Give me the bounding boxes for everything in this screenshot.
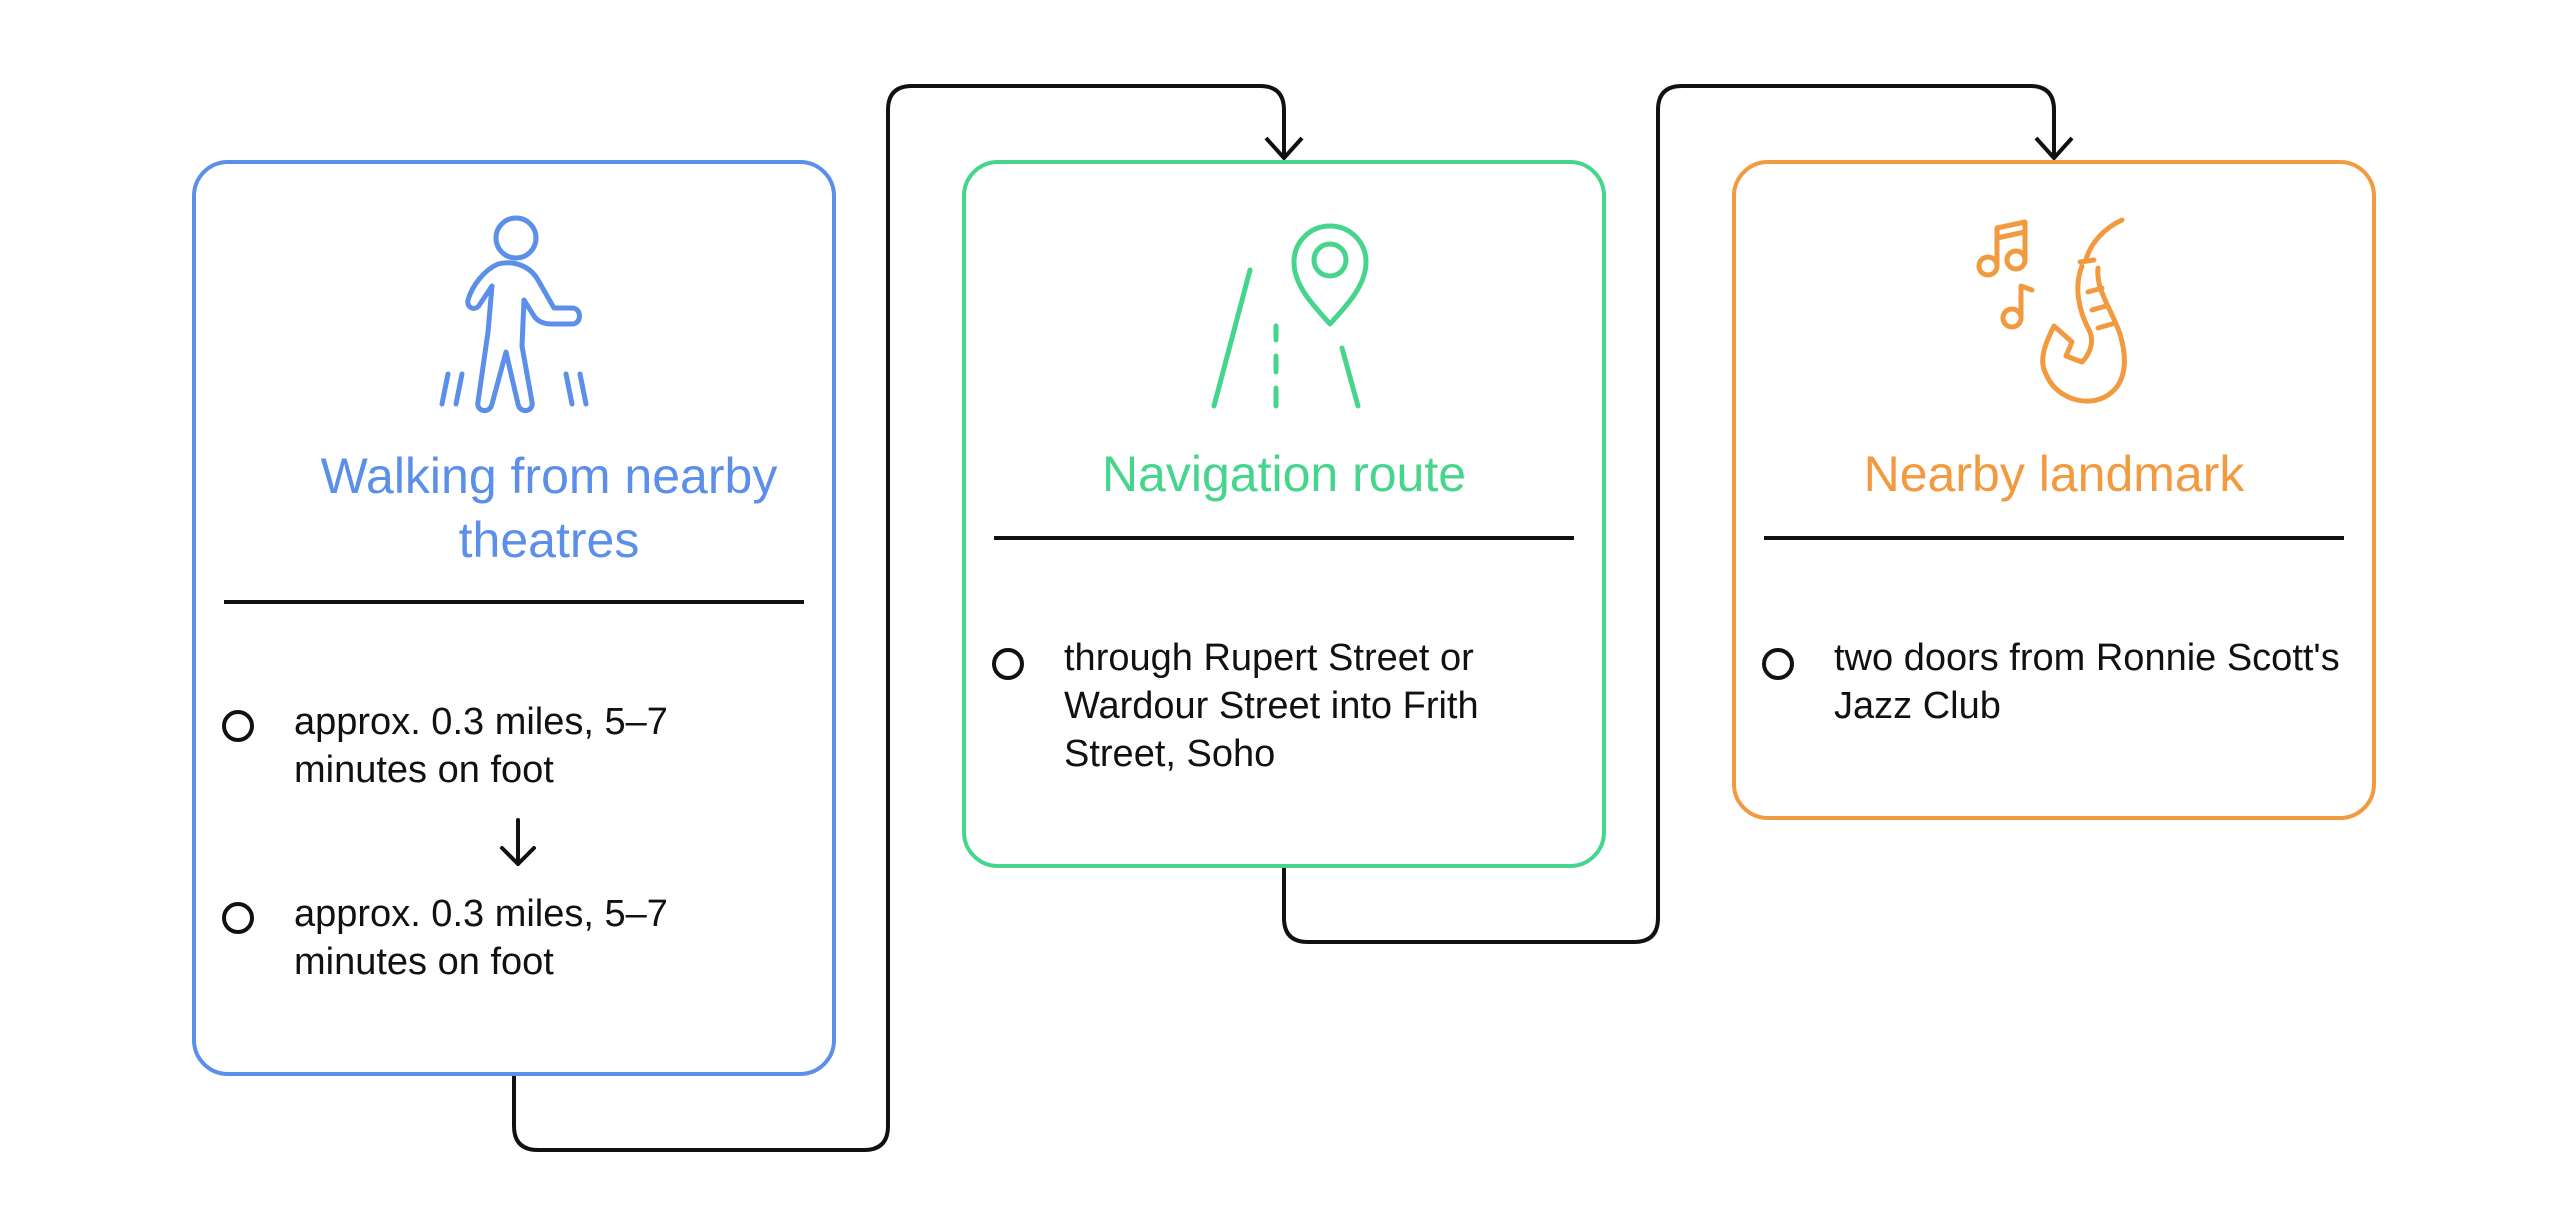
navigation-card-title: Navigation route [1101, 446, 1467, 502]
landmark-card-divider [1764, 536, 2344, 540]
connector-walk-to-nav [512, 84, 1286, 1152]
landmark-item-1-text: two doors from Ronnie Scott's Jazz Club [1834, 637, 2340, 727]
navigation-icon-wrap [966, 214, 1602, 414]
navigation-card: Navigation route through Rupert Street o… [962, 160, 1606, 868]
landmark-icon-wrap [1736, 214, 2372, 414]
down-arrow-icon [500, 818, 536, 866]
arrowhead-into-landmark [2034, 136, 2074, 161]
connector-nav-to-landmark [1282, 84, 2056, 944]
landmark-item-1-bullet [1762, 648, 1794, 680]
arrowhead-into-nav [1264, 136, 1304, 161]
walking-person-crosswalk-icon [439, 215, 589, 413]
walking-item-2-text: approx. 0.3 miles, 5–7 minutes on foot [294, 893, 668, 983]
walking-card-divider [224, 600, 804, 604]
landmark-card-title: Nearby landmark [1863, 446, 2245, 502]
walking-item-1-bullet [222, 710, 254, 742]
road-map-pin-icon [1211, 223, 1369, 409]
navigation-item-1-text: through Rupert Street or Wardour Street … [1064, 637, 1479, 775]
walking-card: Walking from nearby theatres approx. 0.3… [192, 160, 836, 1076]
walking-icon-wrap [196, 214, 832, 414]
saxophone-music-notes-icon [1976, 217, 2127, 404]
walking-item-1-text: approx. 0.3 miles, 5–7 minutes on foot [294, 701, 668, 791]
landmark-card: Nearby landmark two doors from Ronnie Sc… [1732, 160, 2376, 820]
navigation-card-divider [994, 536, 1574, 540]
walking-item-2-bullet [222, 902, 254, 934]
walking-card-title: Walking from nearby theatres [320, 448, 778, 568]
navigation-item-1-bullet [992, 648, 1024, 680]
